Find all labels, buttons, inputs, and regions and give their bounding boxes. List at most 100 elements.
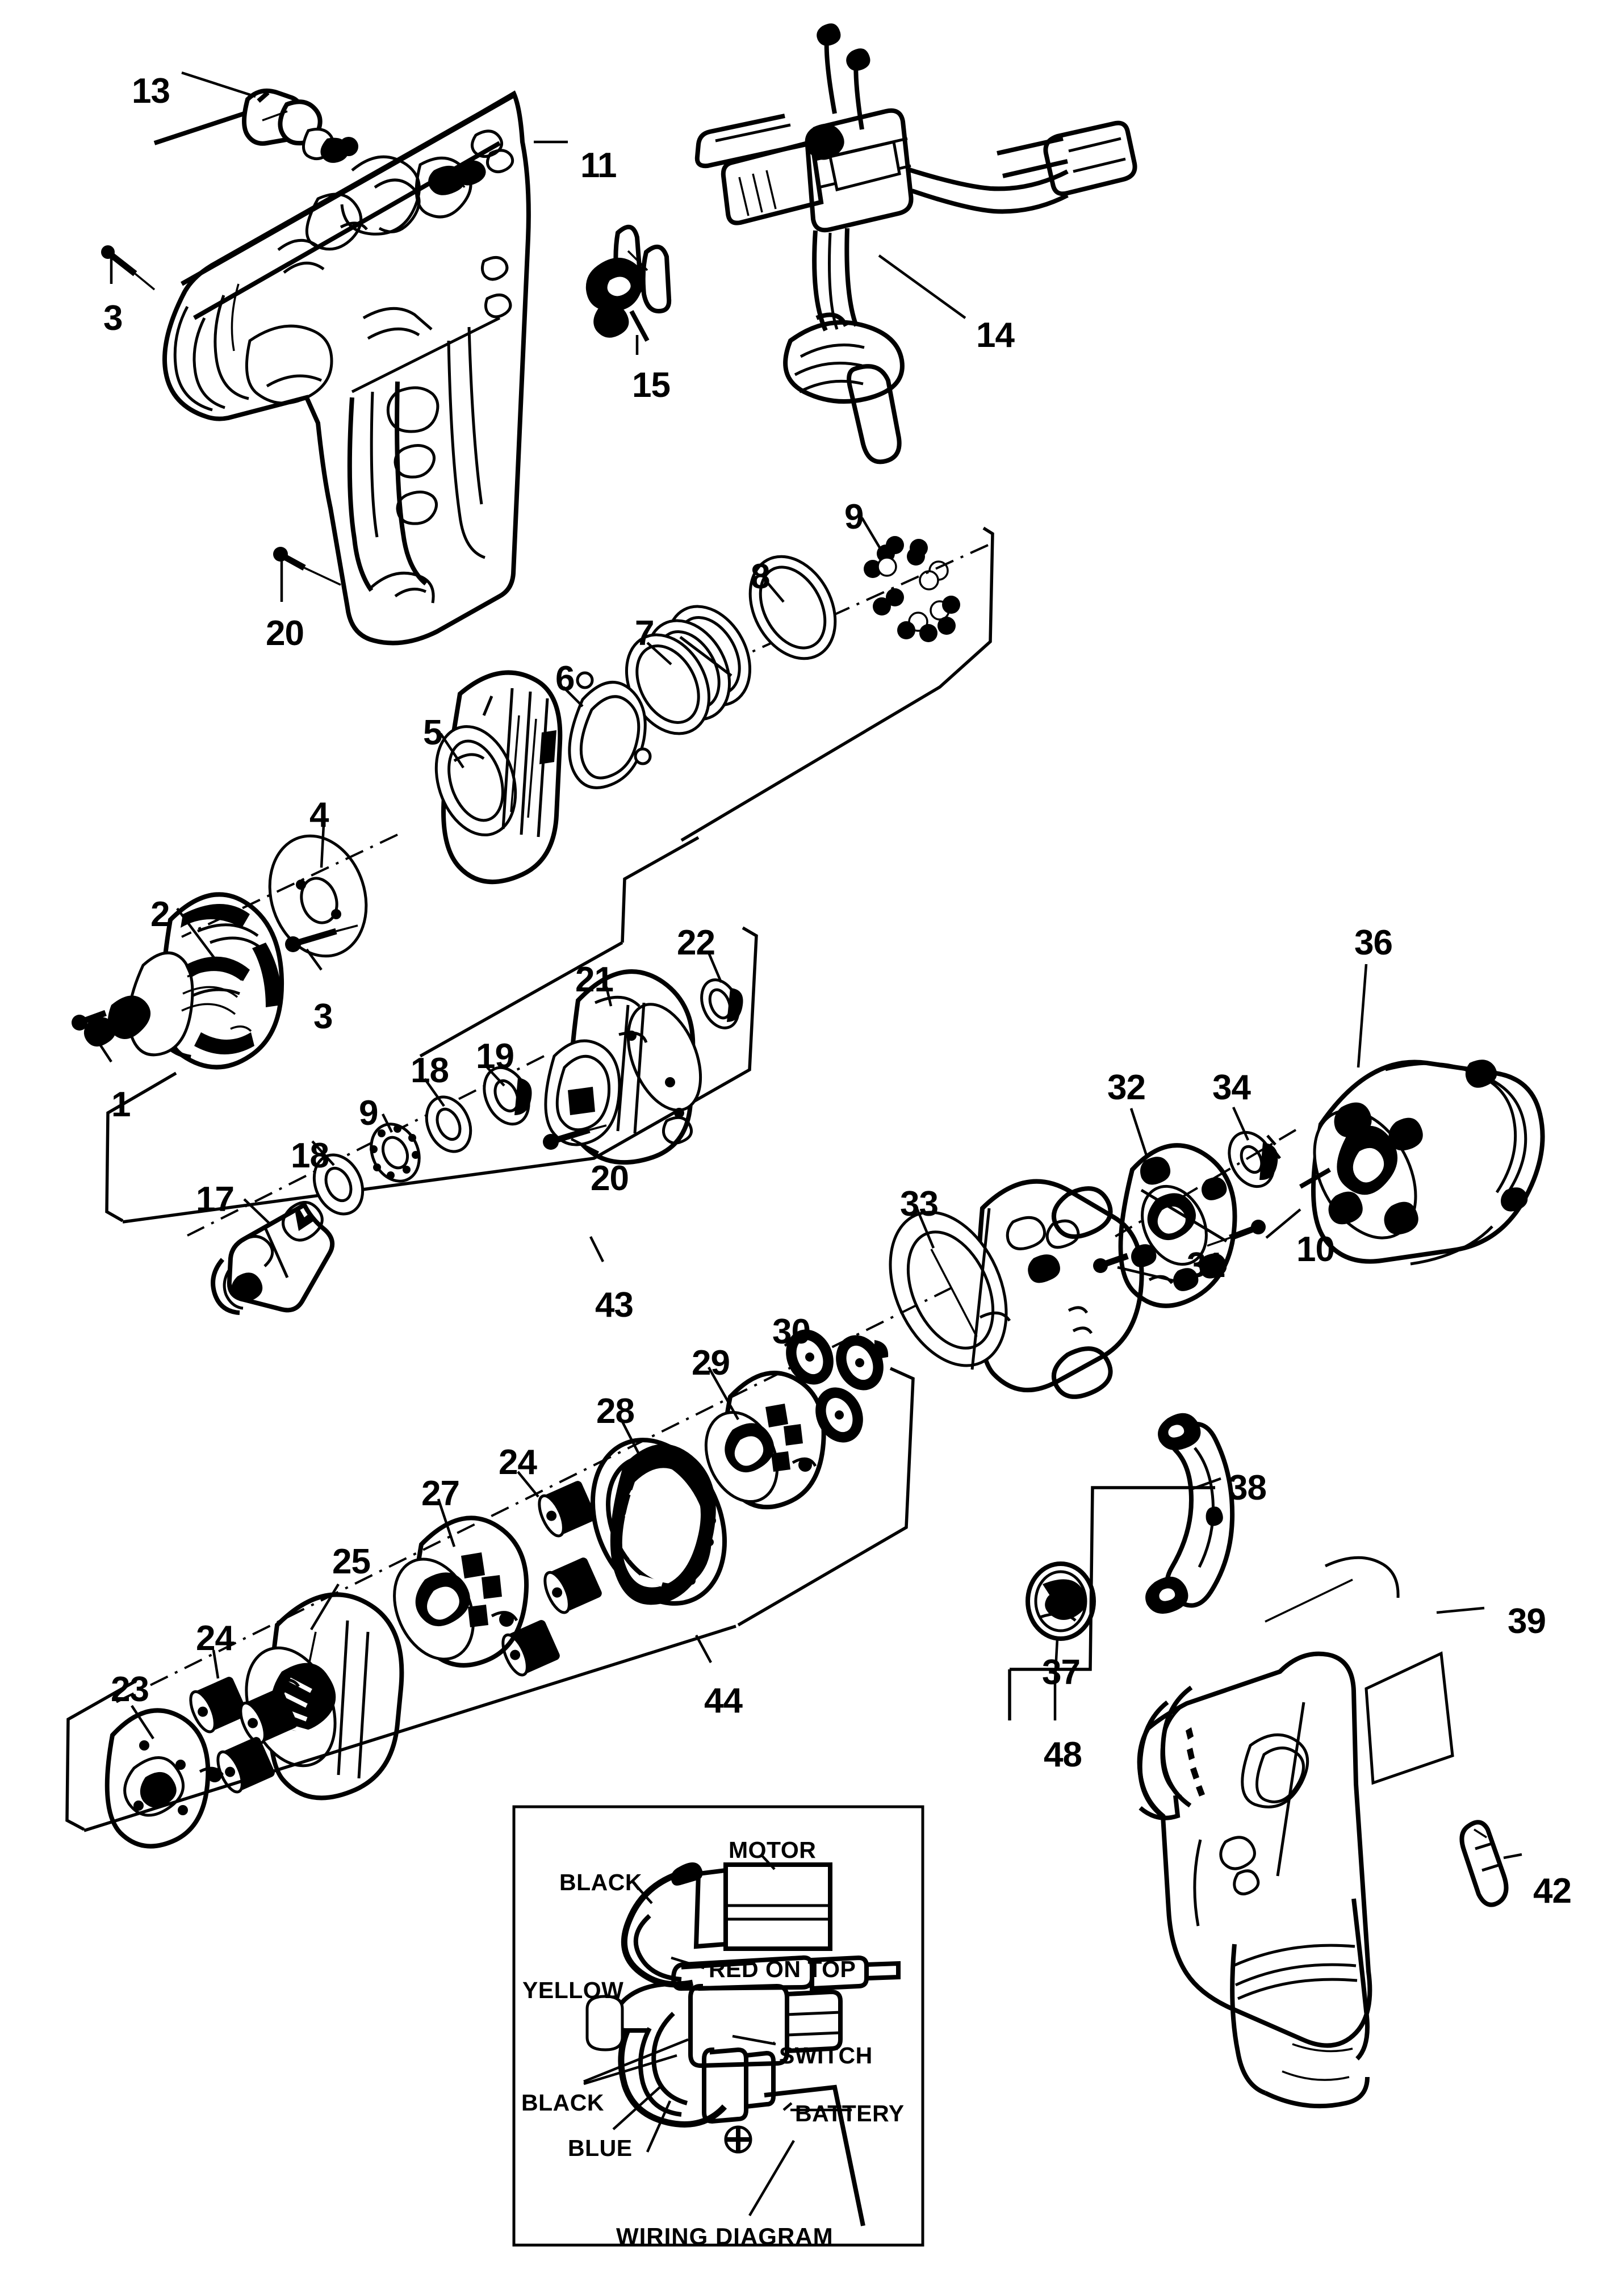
leader-19	[486, 1066, 505, 1087]
callout-number-planet-gear: 30	[772, 1312, 811, 1351]
leader-18-b	[311, 1140, 335, 1166]
callout-number-spindle: 17	[196, 1180, 235, 1219]
axis-motor	[1112, 1129, 1297, 1239]
leader-28	[620, 1418, 647, 1467]
callout-number-washer: 18	[291, 1136, 329, 1175]
bracket-48	[1008, 1486, 1215, 1720]
callout-number-screw: 3	[103, 299, 123, 338]
leader-9-upper	[861, 517, 885, 555]
callout-number-clamp-shell: 38	[1228, 1468, 1267, 1508]
leader-5	[440, 732, 464, 769]
wiring-label-w-blue: BLUE	[568, 2135, 633, 2161]
part-31-screw	[1093, 1253, 1129, 1273]
wiring-label-w-black-top: BLACK	[559, 1869, 642, 1895]
leader-24-lower	[212, 1649, 220, 1679]
part-36-motor	[1299, 1060, 1545, 1266]
part-38-clamp-shell	[1145, 1413, 1235, 1614]
part-8-washer	[748, 555, 837, 660]
leader-21	[605, 986, 613, 1007]
part-10-screw	[1207, 1220, 1266, 1247]
part-37-cap	[1026, 1561, 1096, 1641]
callout-number-retaining-ring: 22	[677, 923, 715, 962]
part-24-rollers-upper	[501, 1481, 602, 1677]
leader-31	[1117, 1266, 1181, 1284]
callout-number-spindle-assembly-bracket: 43	[595, 1286, 634, 1325]
callout-number-housing-half: 39	[1508, 1602, 1546, 1641]
leader-14	[878, 254, 966, 319]
leader-43	[589, 1236, 605, 1263]
callout-number-screw: 20	[266, 614, 304, 653]
callout-number-gear-case: 21	[575, 960, 614, 999]
callout-number-chuck-screw: 1	[111, 1085, 131, 1124]
callout-number-thrust-washer: 4	[309, 795, 329, 835]
leader-32	[1129, 1108, 1149, 1158]
part-30-planet-gears	[786, 1329, 889, 1443]
bracket-43-right	[122, 926, 758, 1224]
part-11-housing	[162, 90, 531, 646]
part-34-pinion	[1228, 1130, 1281, 1188]
callout-number-clutch-washer: 8	[751, 557, 770, 596]
part-9-ball-bearings-upper	[864, 536, 960, 642]
part-7-spring	[625, 605, 752, 735]
bracket-44	[65, 1367, 915, 1832]
leader-24-upper	[517, 1471, 539, 1498]
callout-number-motor: 36	[1354, 923, 1393, 962]
leader-9-lower	[381, 1113, 394, 1133]
leader-6	[562, 686, 584, 707]
leader-20-gearcase	[570, 1137, 600, 1154]
callout-number-needle-roller: 24	[196, 1619, 235, 1658]
part-5-collar	[434, 670, 563, 885]
callout-number-switch-assembly: 14	[976, 316, 1015, 355]
leader-27	[437, 1498, 456, 1547]
part-19-washer	[483, 1066, 532, 1126]
callout-number-latch: 42	[1533, 1871, 1572, 1911]
callout-number-pinion: 34	[1212, 1068, 1251, 1107]
callout-number-screw: 10	[1296, 1230, 1335, 1269]
part-17-spindle	[211, 1201, 335, 1315]
wiring-diagram-panel	[512, 1805, 924, 2247]
callout-number-chuck: 2	[150, 895, 170, 934]
leader-37	[1053, 1638, 1059, 1681]
part-20-screw-housing	[273, 547, 341, 586]
callout-number-clutch-collar: 5	[423, 713, 442, 752]
wiring-label-w-battery: BATTERY	[795, 2100, 905, 2126]
part-27-carrier	[393, 1515, 529, 1668]
leader-2	[176, 907, 216, 960]
wiring-diagram-title: WIRING DIAGRAM	[616, 2223, 834, 2250]
part-21-gear-case	[544, 969, 702, 1165]
callout-number-ball-bearings: 9	[844, 497, 864, 537]
callout-number-ring-gear-housing: 33	[900, 1184, 939, 1224]
callout-number-ball-bearings: 9	[359, 1094, 378, 1133]
callout-number-cap: 37	[1042, 1653, 1081, 1692]
part-6-plate	[568, 671, 652, 789]
callout-number-ring-gear: 25	[332, 1542, 371, 1581]
leader-44	[695, 1634, 712, 1664]
callout-number-housing-half: 11	[580, 146, 617, 185]
leader-8	[764, 579, 785, 603]
leader-22	[707, 952, 723, 983]
leader-7	[646, 642, 672, 665]
leader-13	[181, 71, 256, 98]
part-13-chuck-key	[153, 89, 358, 163]
leader-3-chuck	[305, 948, 323, 971]
leader-1	[89, 1028, 112, 1063]
part-15-reversing-lever	[585, 224, 672, 342]
callout-number-washer: 18	[411, 1051, 449, 1090]
leader-33	[914, 1204, 935, 1249]
part-42-latch	[1459, 1820, 1509, 1907]
callout-number-screw: 20	[591, 1159, 629, 1198]
callout-number-service-kit-bracket: 48	[1044, 1735, 1082, 1774]
part-18-washer-a	[425, 1095, 472, 1153]
part-2-chuck	[83, 892, 284, 1070]
leader-29	[708, 1366, 739, 1421]
leader-34	[1232, 1107, 1250, 1141]
callout-number-gear-assembly-bracket: 44	[704, 1681, 743, 1720]
callout-number-output-carrier: 23	[111, 1670, 149, 1709]
callout-number-motor-mounting-plate: 32	[1107, 1068, 1146, 1107]
wiring-label-w-red-on-top: RED ON TOP	[709, 1956, 856, 1982]
leader-4	[320, 824, 325, 868]
leader-36	[1357, 964, 1368, 1068]
bracket-43-left	[105, 836, 700, 1222]
part-3-screw-top	[101, 245, 156, 291]
